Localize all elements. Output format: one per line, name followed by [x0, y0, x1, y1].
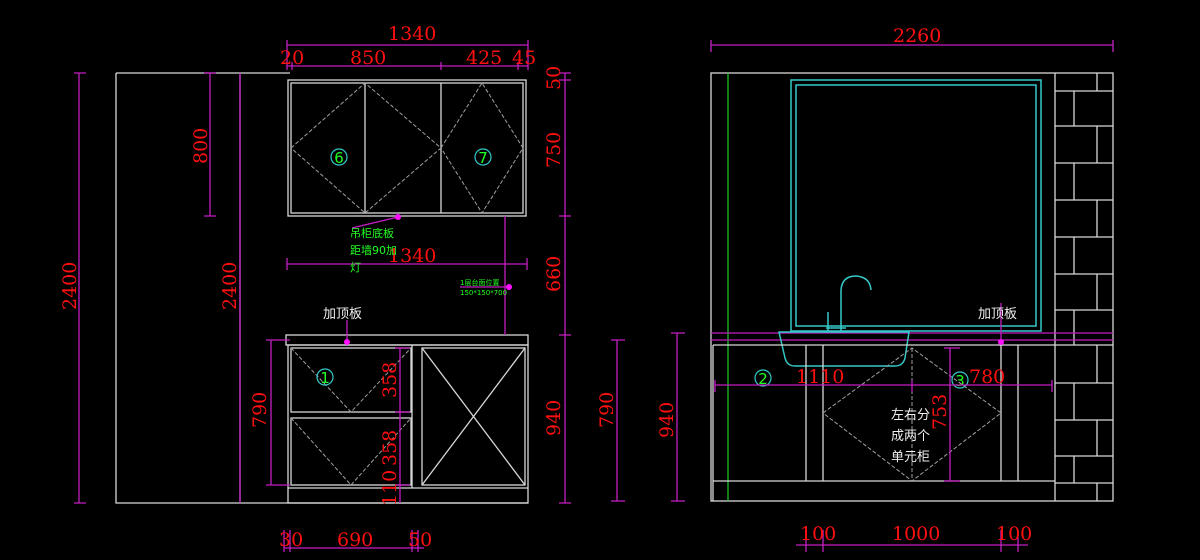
sink: [778, 275, 910, 367]
dim-800: 800: [190, 128, 212, 164]
tall-cabinet: [115, 72, 528, 504]
dim-2400-outer: 2400: [59, 262, 81, 310]
dim-100-left: 100: [800, 523, 836, 545]
left-notes: 吊柜底板 距墙90加 灯 1层台面位置 150*150*700 加顶板: [323, 214, 512, 345]
marker-6: 6: [334, 149, 344, 167]
wall-cabinet: 6 7: [287, 79, 527, 217]
dim-2400-inner: 2400: [219, 262, 241, 310]
dim-100-right: 100: [996, 523, 1032, 545]
dim-1340-top: 1340: [388, 23, 436, 45]
dim-940-right: 940: [656, 402, 678, 438]
dim-50-bottom: 50: [408, 529, 432, 551]
dim-750: 750: [543, 132, 565, 168]
left-dimensions: 1340 20 850 425 45 2400 2400 800 50 750 …: [59, 23, 571, 552]
dim-30: 30: [279, 529, 303, 551]
dim-780: 780: [969, 366, 1005, 388]
dim-790-right: 790: [596, 392, 618, 428]
note-wall-cabinet-2: 距墙90加: [350, 243, 397, 257]
marker-2: 2: [758, 370, 768, 388]
right-elevation: 2 3 2260 790 940 1110 780 753 100 1000 1…: [596, 25, 1114, 552]
left-elevation: 6 7 1 1340 20 850 425 45 2400 2400 800 5…: [59, 23, 571, 552]
note-pipe-1: 1层台面位置: [460, 278, 499, 287]
right-notes: 加顶板 左右分 成两个 单元柜: [891, 303, 1017, 465]
dim-1110: 1110: [796, 366, 844, 388]
note-wall-cabinet-1: 吊柜底板: [350, 226, 394, 240]
dim-2260: 2260: [893, 25, 941, 47]
base-cabinets: 2 3: [712, 344, 1055, 501]
window: [790, 79, 1042, 332]
dim-358-b: 358: [379, 430, 401, 466]
note-pipe-2: 150*150*700: [460, 289, 507, 297]
dim-425: 425: [466, 47, 502, 69]
dim-660: 660: [543, 256, 565, 292]
dim-850: 850: [350, 47, 386, 69]
dim-110: 110: [379, 470, 401, 506]
note-split-3: 单元柜: [891, 450, 930, 465]
dim-50: 50: [543, 66, 565, 90]
dim-358-a: 358: [379, 362, 401, 398]
right-dimensions: 2260 790 940 1110 780 753 100 1000 100: [596, 25, 1114, 552]
dim-1000: 1000: [892, 523, 940, 545]
tile-wall: [1054, 73, 1113, 501]
note-top-panel-right: 加顶板: [978, 307, 1017, 322]
dim-790-left: 790: [249, 392, 271, 428]
dim-753: 753: [929, 394, 951, 430]
marker-3: 3: [955, 372, 965, 390]
marker-7: 7: [478, 149, 488, 167]
note-split-2: 成两个: [891, 429, 930, 444]
dim-1340-mid: 1340: [388, 245, 436, 267]
note-top-panel-left: 加顶板: [323, 307, 362, 322]
dim-20: 20: [280, 47, 304, 69]
note-split-1: 左右分: [891, 408, 930, 423]
dim-45: 45: [512, 47, 536, 69]
marker-1: 1: [320, 369, 330, 387]
base-cabinet: 1: [285, 334, 529, 504]
dim-940: 940: [543, 400, 565, 436]
note-wall-cabinet-3: 灯: [350, 261, 361, 274]
dim-690: 690: [337, 529, 373, 551]
